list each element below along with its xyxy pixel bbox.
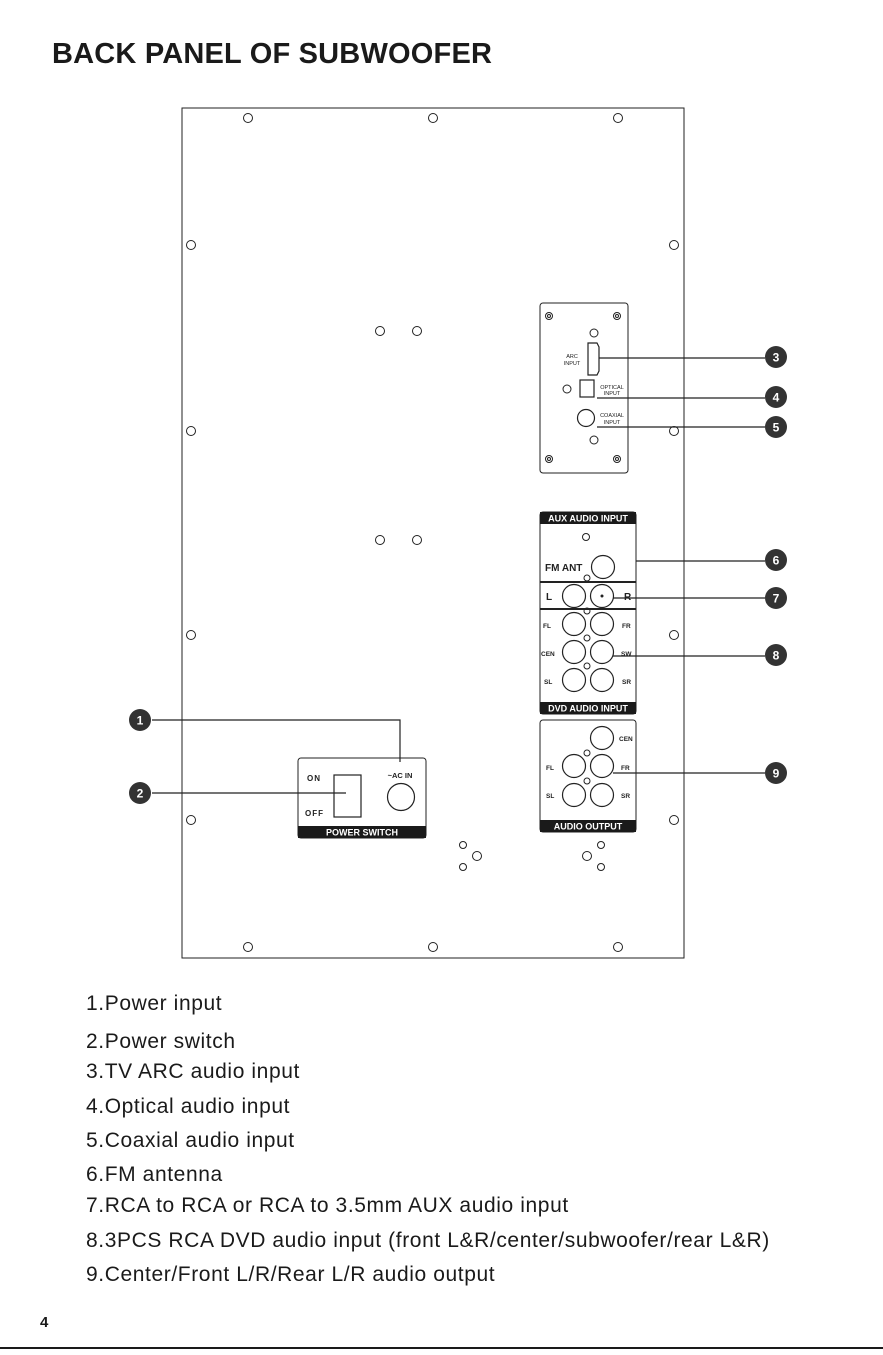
dvd-cen-label: CEN (541, 651, 555, 658)
dvd-sw-label: SW (621, 651, 632, 658)
digital-input-module: ARC INPUT OPTICAL INPUT COAXIAL INPUT (539, 302, 629, 474)
aux-right-jack (589, 583, 615, 609)
bottom-rule (0, 1347, 883, 1349)
out-fl-label: FL (546, 765, 554, 772)
callout-badges: 1 2 3 4 5 6 7 8 9 (129, 346, 787, 804)
legend-item: 4.Optical audio input (86, 1095, 291, 1118)
callout-1-badge (129, 709, 151, 731)
dvd-fr-jack (589, 611, 615, 637)
legend-item: 7.RCA to RCA or RCA to 3.5mm AUX audio i… (86, 1194, 569, 1217)
dvd-fl-jack (561, 611, 587, 637)
legend-item: 6.FM antenna (86, 1163, 223, 1186)
dvd-audio-input-label: DVD AUDIO INPUT (548, 704, 628, 714)
switch-off-label: OFF (305, 809, 324, 818)
coaxial-input-label-2: INPUT (604, 420, 621, 426)
dvd-cen-jack (561, 639, 587, 665)
optical-port (579, 379, 595, 398)
audio-output-label: AUDIO OUTPUT (554, 822, 623, 832)
out-sl-label: SL (546, 793, 554, 800)
ac-in-label: ~AC IN (388, 771, 413, 780)
panel-screw-holes (186, 113, 679, 952)
optical-input-label-2: INPUT (604, 391, 621, 397)
power-switch-label: POWER SWITCH (326, 828, 398, 838)
page-title: BACK PANEL OF SUBWOOFER (52, 38, 493, 70)
leader-lines (152, 357, 765, 794)
out-cen-jack (589, 725, 615, 751)
out-sr-label: SR (621, 793, 630, 800)
optical-input-label-1: OPTICAL (600, 385, 624, 391)
dvd-sr-jack (589, 667, 615, 693)
power-rocker-switch (333, 774, 362, 818)
callout-3: 3 (773, 351, 780, 365)
arc-input-label-1: ARC (566, 354, 578, 360)
legend-item: 9.Center/Front L/R/Rear L/R audio output (86, 1263, 496, 1286)
power-module: ON OFF ~AC IN POWER SWITCH (297, 757, 427, 839)
callout-6-badge (765, 549, 787, 571)
legend-item: 8.3PCS RCA DVD audio input (front L&R/ce… (86, 1229, 770, 1252)
fm-ant-label: FM ANT (545, 563, 582, 574)
aux-left-jack (561, 583, 587, 609)
aux-left-label: L (546, 592, 552, 603)
out-sr-jack (589, 782, 615, 808)
callout-5: 5 (773, 421, 780, 435)
callout-9: 9 (773, 767, 780, 781)
callout-8-badge (765, 644, 787, 666)
switch-on-label: ON (307, 774, 321, 783)
dvd-fr-label: FR (622, 623, 631, 630)
audio-output-module: CEN FL FR SL SR AUDIO OUTPUT (539, 719, 637, 833)
callout-5-badge (765, 416, 787, 438)
callout-7-badge (765, 587, 787, 609)
fm-ant-jack (590, 554, 616, 580)
callout-7: 7 (773, 592, 780, 606)
callout-4-badge (765, 386, 787, 408)
dvd-sw-jack (589, 639, 615, 665)
callout-2-badge (129, 782, 151, 804)
dvd-sl-jack (561, 667, 587, 693)
arc-input-label-2: INPUT (564, 361, 581, 367)
arc-hdmi-port (587, 342, 600, 376)
out-fr-label: FR (621, 765, 630, 772)
callout-4: 4 (773, 391, 780, 405)
out-fl-jack (561, 753, 587, 779)
coaxial-input-label-1: COAXIAL (600, 413, 624, 419)
back-panel-diagram: ARC INPUT OPTICAL INPUT COAXIAL INPUT AU… (129, 107, 787, 959)
callout-6: 6 (773, 554, 780, 568)
legend-item: 5.Coaxial audio input (86, 1129, 295, 1152)
legend-item: 2.Power switch (86, 1030, 236, 1053)
dvd-fl-label: FL (543, 623, 551, 630)
panel-outline (181, 107, 685, 959)
callout-9-badge (765, 762, 787, 784)
aux-dvd-input-module: AUX AUDIO INPUT FM ANT L R FL FR CEN SW … (539, 511, 637, 715)
callout-3-badge (765, 346, 787, 368)
legend-item: 3.TV ARC audio input (86, 1060, 300, 1083)
ac-in-socket (386, 782, 416, 812)
callout-2: 2 (137, 787, 144, 801)
legend-item: 1.Power input (86, 992, 223, 1015)
dvd-sr-label: SR (622, 679, 631, 686)
page-number: 4 (40, 1314, 49, 1331)
dvd-sl-label: SL (544, 679, 552, 686)
out-fr-jack (589, 753, 615, 779)
out-cen-label: CEN (619, 736, 633, 743)
coaxial-port (576, 408, 596, 428)
callout-1: 1 (137, 714, 144, 728)
callout-8: 8 (773, 649, 780, 663)
aux-audio-input-label: AUX AUDIO INPUT (548, 514, 628, 524)
out-sl-jack (561, 782, 587, 808)
